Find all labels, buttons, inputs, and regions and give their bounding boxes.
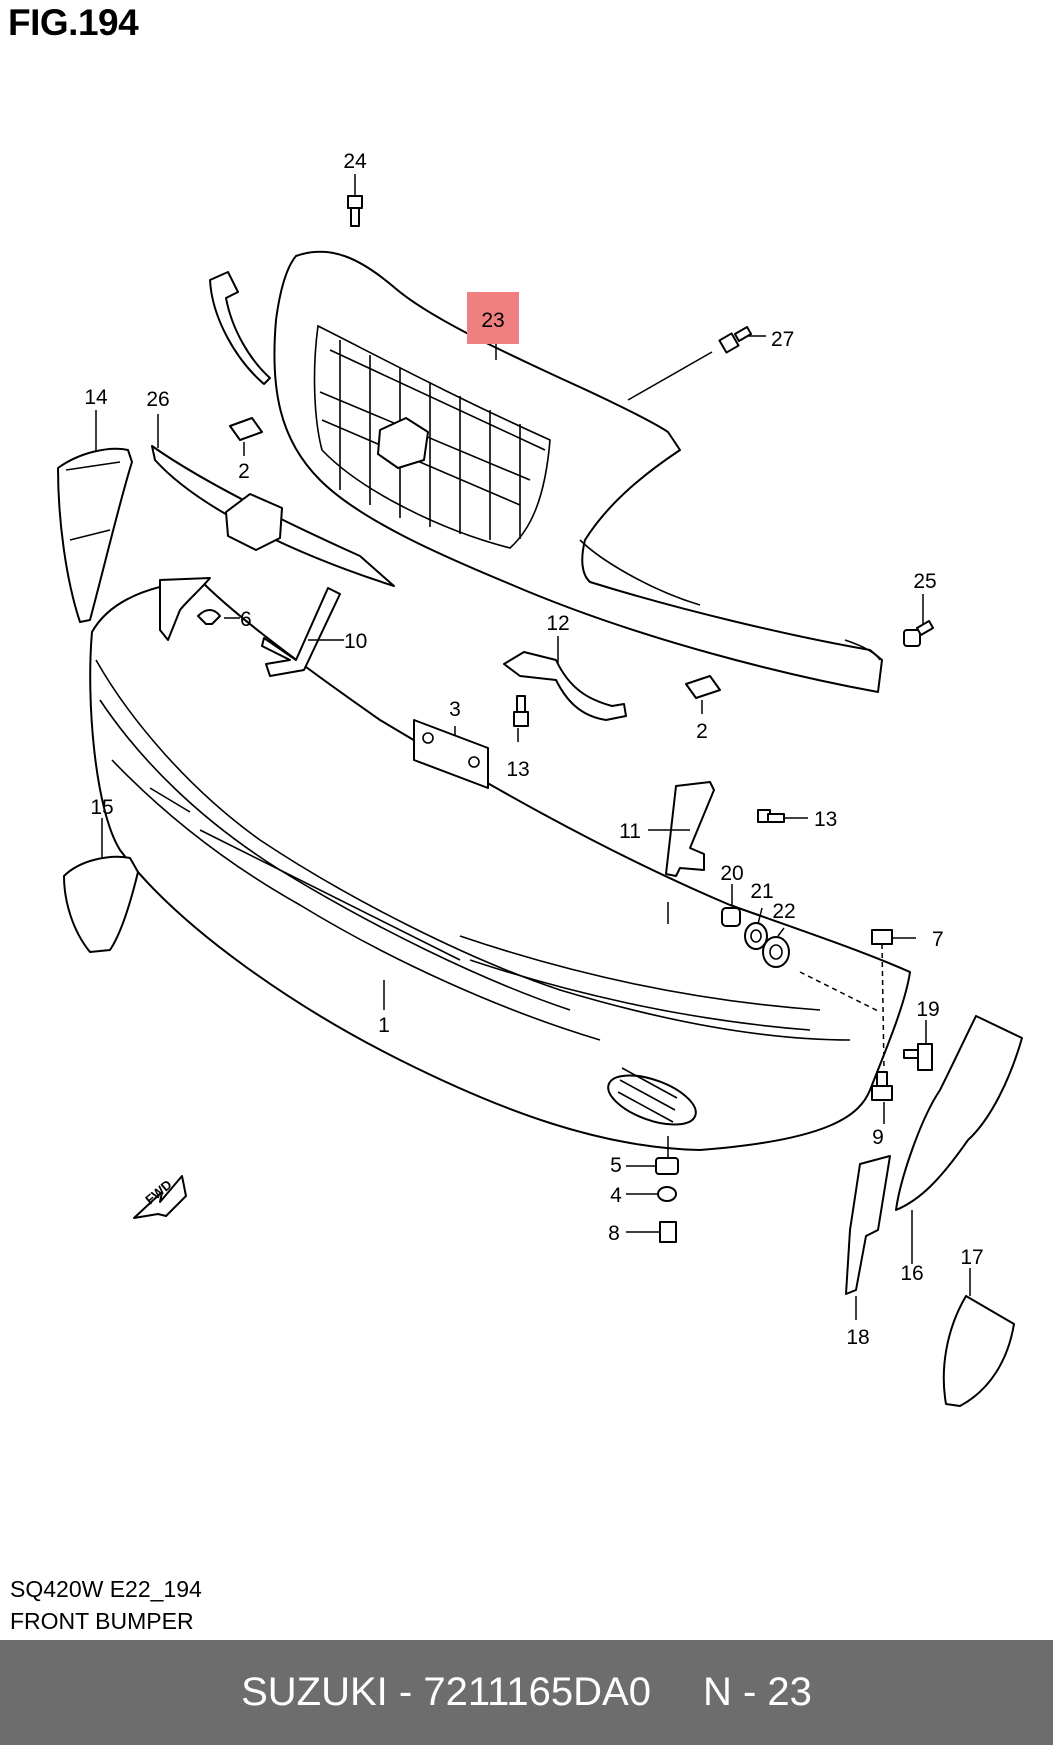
label-2a: 2 (238, 460, 250, 483)
label-5: 5 (610, 1154, 622, 1177)
label-1: 1 (378, 1014, 390, 1037)
nut-4[interactable] (657, 1186, 677, 1202)
fwd-arrow-icon: FWD (133, 1175, 187, 1219)
front-grille-panel[interactable] (209, 250, 883, 693)
bolt-9[interactable] (871, 1071, 893, 1101)
screw-19[interactable] (903, 1043, 933, 1071)
side-bracket-18[interactable] (845, 1155, 891, 1295)
bolt-8[interactable] (659, 1221, 677, 1243)
clip-7[interactable] (871, 929, 893, 945)
label-13a: 13 (506, 758, 529, 781)
upper-garnish-strip[interactable] (151, 445, 395, 587)
screw-24[interactable] (347, 195, 363, 227)
pad-2-upper[interactable] (229, 417, 263, 441)
side-bracket-14[interactable] (57, 447, 133, 623)
spacer-5[interactable] (655, 1157, 679, 1175)
label-23: 23 (481, 309, 504, 332)
label-11: 11 (619, 820, 641, 843)
pad-2-lower[interactable] (685, 675, 721, 699)
bracket-11[interactable] (665, 781, 715, 877)
screw-27[interactable] (718, 326, 753, 354)
footer-part-number: SUZUKI - 7211165DA0 (241, 1670, 651, 1714)
label-14: 14 (84, 386, 108, 409)
clip-6[interactable] (197, 609, 221, 625)
bracket-12[interactable] (503, 651, 627, 721)
figure-title: FIG.194 (8, 2, 139, 43)
label-21: 21 (750, 880, 773, 903)
label-10: 10 (344, 630, 367, 653)
nut-20[interactable] (721, 907, 741, 927)
bolt-13-upper[interactable] (513, 695, 529, 727)
label-25: 25 (913, 570, 936, 593)
leader-lines (95, 174, 971, 1320)
label-15: 15 (90, 796, 113, 819)
label-7: 7 (932, 928, 944, 951)
label-4: 4 (610, 1184, 622, 1207)
label-27: 27 (771, 328, 794, 351)
side-bracket-15[interactable] (63, 855, 139, 953)
label-26: 26 (146, 388, 169, 411)
washer-21[interactable] (744, 922, 768, 950)
highlight-box (467, 292, 519, 344)
label-2b: 2 (696, 720, 708, 743)
footer-reference: N - 23 (702, 1670, 812, 1714)
side-bracket-16[interactable] (895, 1015, 1023, 1211)
figure-caption: FRONT BUMPER (10, 1608, 194, 1634)
label-16: 16 (900, 1262, 923, 1285)
label-20: 20 (720, 862, 743, 885)
bracket-10[interactable] (261, 587, 341, 677)
label-9: 9 (872, 1126, 884, 1149)
label-8: 8 (608, 1222, 620, 1245)
side-bracket-17[interactable] (942, 1295, 1015, 1407)
bolt-25[interactable] (903, 620, 935, 647)
label-18: 18 (846, 1326, 869, 1349)
label-13b: 13 (814, 808, 837, 831)
washer-22[interactable] (762, 936, 790, 968)
label-22: 22 (772, 900, 795, 923)
screw-13-lower[interactable] (757, 809, 785, 823)
label-3: 3 (449, 698, 461, 721)
label-17: 17 (960, 1246, 983, 1269)
model-code: SQ420W E22_194 (10, 1576, 202, 1602)
footer-bar: SUZUKI - 7211165DA0 N - 23 (0, 1640, 1053, 1745)
label-24: 24 (343, 150, 367, 173)
part-labels: 23 24 27 14 26 2 25 6 10 12 3 13 2 13 11… (84, 150, 983, 1349)
label-12: 12 (546, 612, 569, 635)
label-6: 6 (240, 608, 252, 631)
label-19: 19 (916, 998, 939, 1021)
exploded-parts-diagram: FWD (57, 150, 1023, 1407)
